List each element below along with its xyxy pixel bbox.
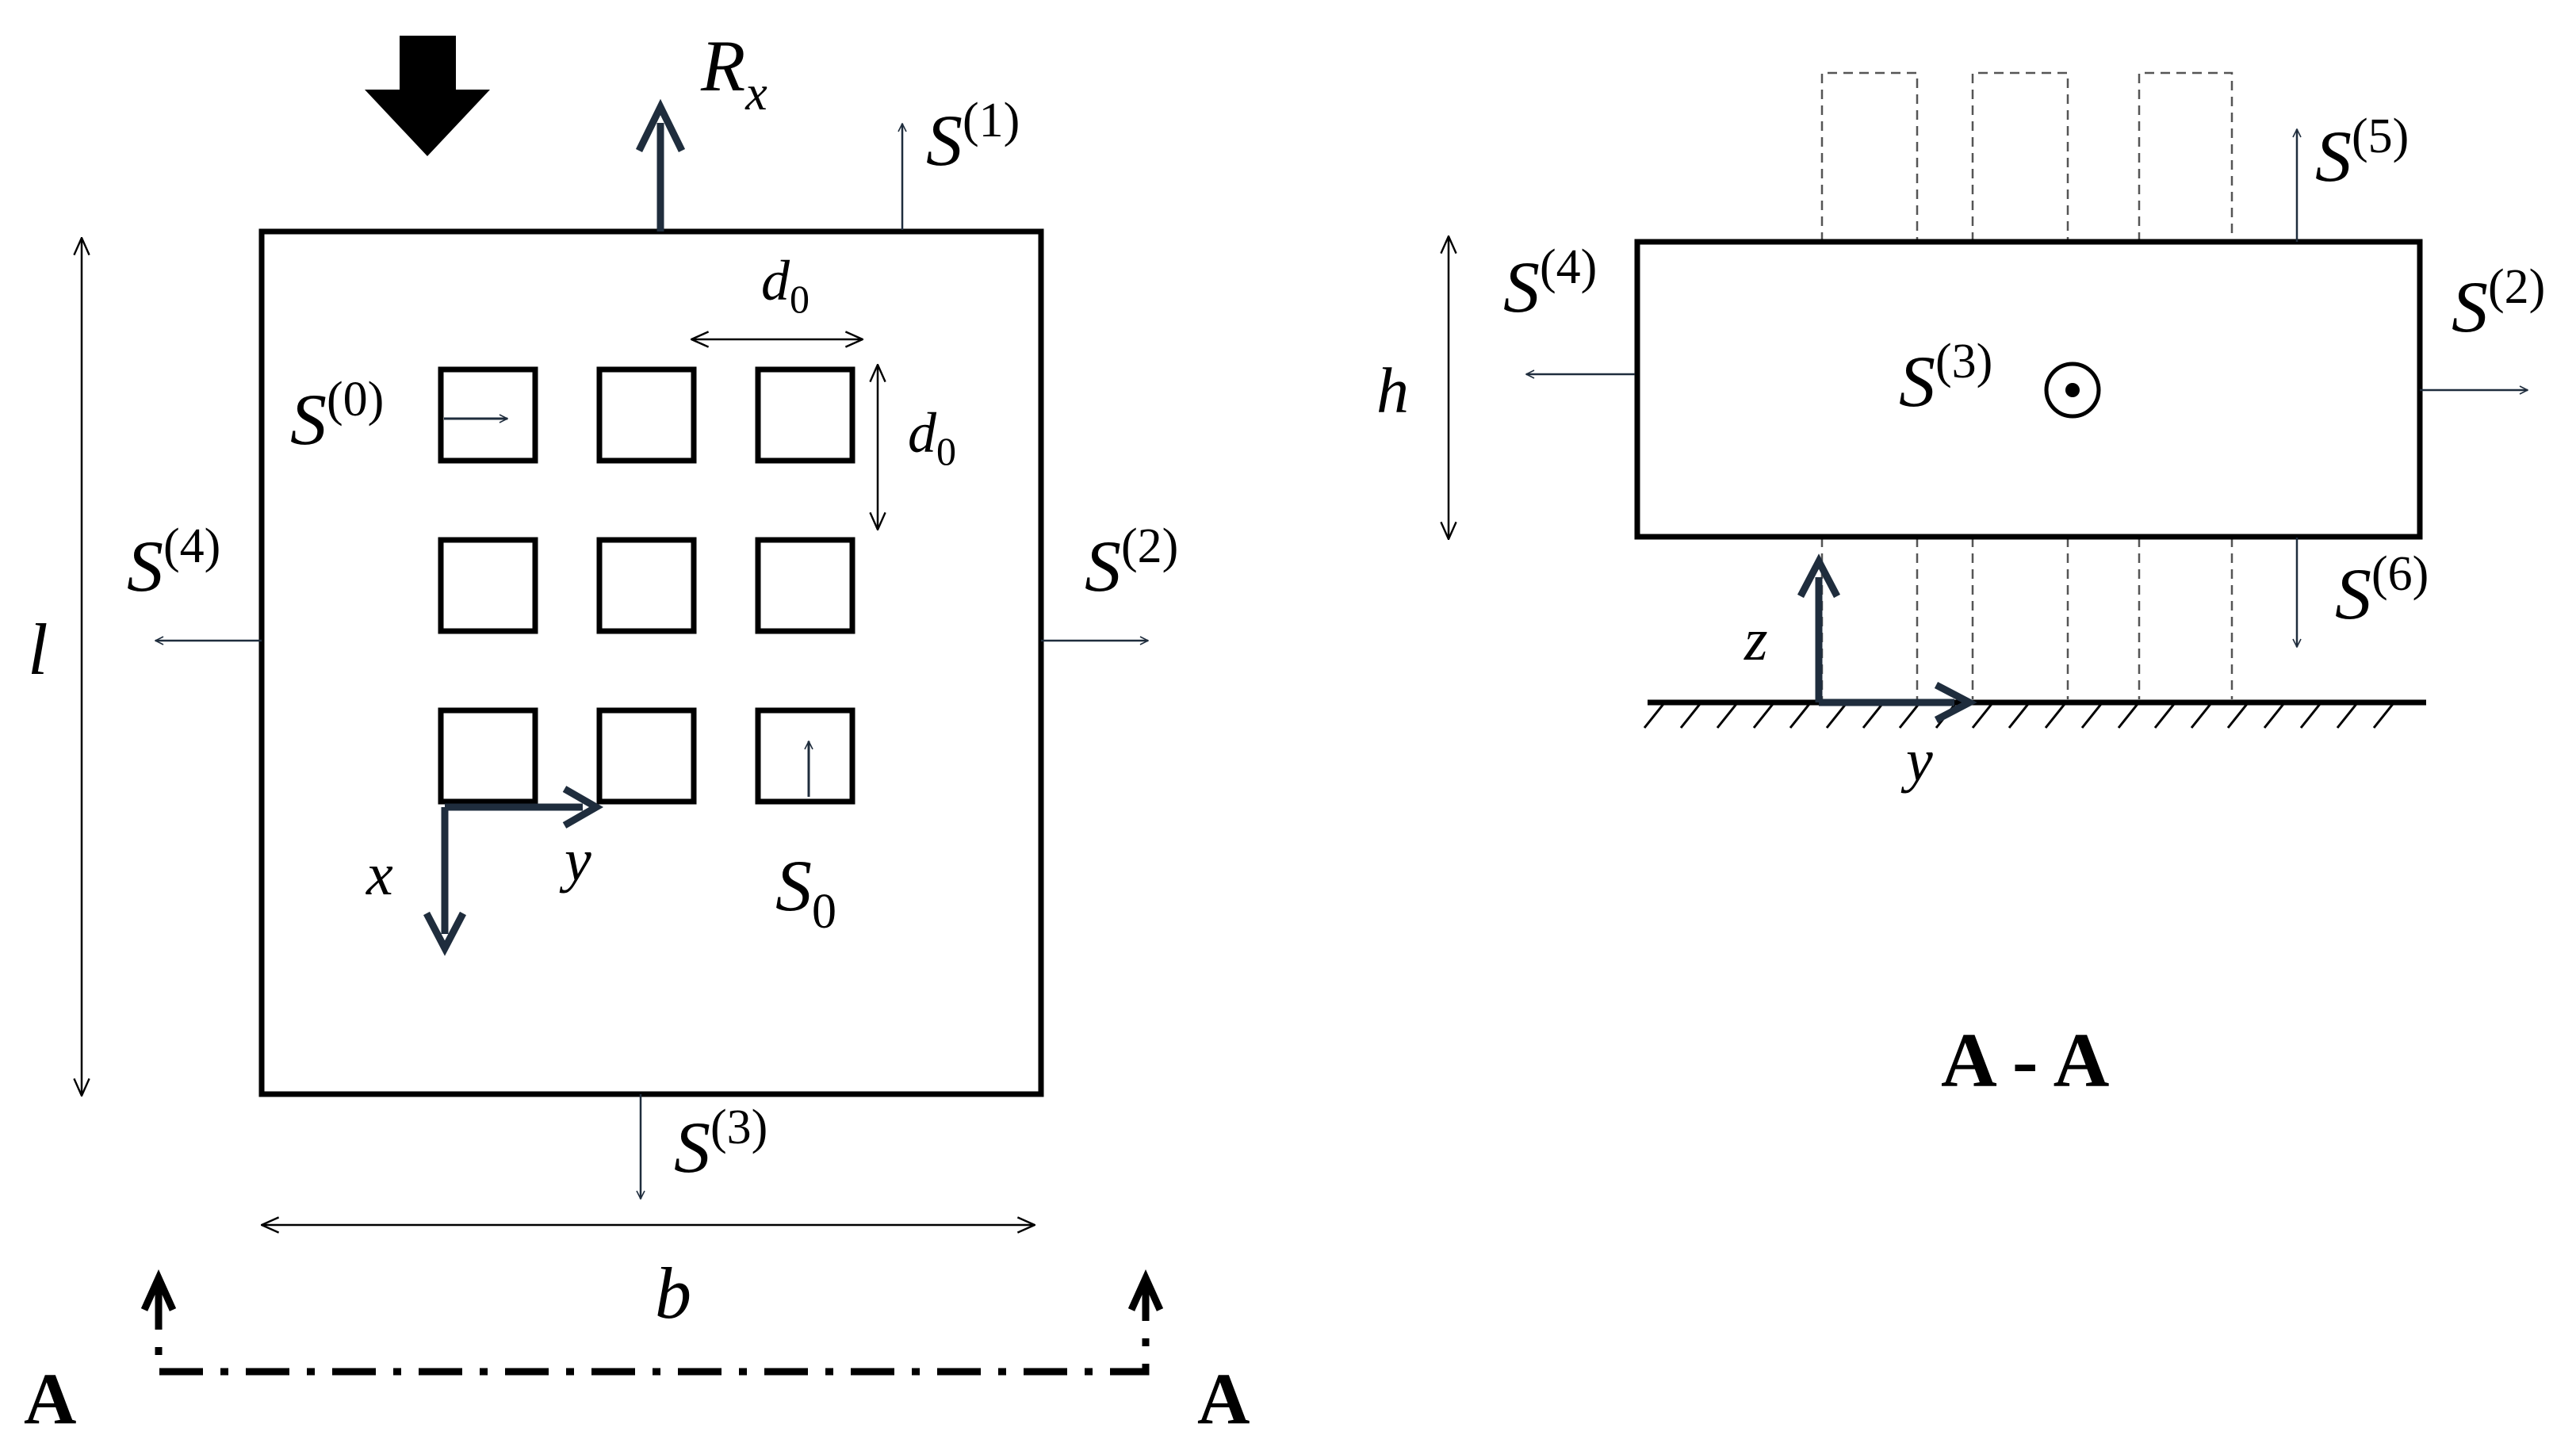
opening — [438, 366, 538, 464]
s0-label: S(0) — [290, 373, 384, 460]
s5-label: S(5) — [2315, 109, 2409, 197]
section-label-right: A — [1197, 1358, 1250, 1439]
dashed-opening — [1971, 71, 2069, 242]
hatch-tick — [2336, 703, 2358, 729]
opening — [596, 366, 697, 464]
s4-label: S(4) — [127, 519, 220, 607]
hatch-tick — [1825, 703, 1847, 729]
s1-label: S(1) — [926, 94, 1020, 181]
reaction-label: Rx — [700, 25, 767, 121]
section-outline — [1634, 239, 2423, 540]
plate-outline — [258, 228, 1044, 1097]
opening — [755, 366, 855, 464]
s0-sub-label: S0 — [775, 845, 836, 939]
circle-dot-icon — [2044, 362, 2101, 419]
s6-label: S(6) — [2335, 547, 2429, 634]
opening — [438, 707, 538, 805]
y-axis-label-section: y — [1900, 727, 1933, 794]
opening — [596, 707, 697, 805]
section-arrowhead-right — [1127, 1269, 1164, 1311]
hatch-tick — [1898, 703, 1920, 729]
hatch-tick — [2008, 703, 2030, 729]
hatch-tick — [2372, 703, 2394, 729]
hatch-tick — [2299, 703, 2321, 729]
z-axis-label: z — [1743, 607, 1768, 673]
dashed-opening — [1820, 71, 1919, 242]
dashed-openings — [1820, 71, 2233, 699]
y-axis-arrowhead — [562, 786, 604, 829]
hatch-tick — [2117, 703, 2139, 729]
height-label: h — [1376, 354, 1409, 427]
hatch-tick — [1716, 703, 1738, 729]
s3-label: S(3) — [674, 1100, 767, 1188]
x-axis-arrowhead — [423, 911, 466, 956]
section-line — [155, 1286, 1150, 1376]
hatch-tick — [2190, 703, 2212, 729]
hatch-tick — [2153, 703, 2176, 729]
hatch-tick — [1971, 703, 1993, 729]
s3-label-section: S(3) — [1899, 335, 1992, 422]
y-axis-label: y — [559, 827, 591, 894]
y-axis-arrowhead-section — [1934, 682, 1977, 723]
opening — [755, 707, 855, 805]
plan-view: Rx S(1) S(0) d0 d0 S(4) S(2) S0 x y l — [24, 25, 1250, 1439]
s4-label-section: S(4) — [1503, 240, 1597, 327]
hatch-tick — [2263, 703, 2285, 729]
opening-grid — [438, 366, 855, 805]
opening — [438, 537, 538, 634]
hatch-tick — [2080, 703, 2103, 729]
opening — [596, 537, 697, 634]
filled-down-arrow-icon — [365, 36, 490, 156]
z-axis-arrowhead — [1797, 553, 1840, 599]
d0-vertical-label: d0 — [908, 401, 956, 473]
hatch-tick — [1752, 703, 1774, 729]
opening — [755, 537, 855, 634]
hatch-tick — [2226, 703, 2249, 729]
d0-horizontal-label: d0 — [761, 249, 810, 321]
section-view: h S(4) S(5) S(2) S(3) S(6) z y A — [1376, 71, 2545, 1104]
hatch-tick — [1643, 703, 1665, 729]
section-title: A - A — [1941, 1018, 2110, 1104]
width-label: b — [655, 1253, 691, 1334]
length-label: l — [28, 609, 48, 690]
hatch-tick — [1862, 703, 1884, 729]
hatched-ground-icon — [1643, 699, 2426, 729]
hatch-tick — [1679, 703, 1701, 729]
s2-label-section: S(2) — [2452, 260, 2545, 347]
section-arrowhead-left — [140, 1269, 177, 1311]
reaction-arrowhead — [635, 98, 686, 152]
dashed-opening — [2138, 71, 2233, 242]
hatch-tick — [1789, 703, 1811, 729]
s2-label: S(2) — [1085, 519, 1178, 607]
x-axis-label: x — [366, 841, 393, 908]
hatch-tick — [2044, 703, 2066, 729]
section-label-left: A — [24, 1358, 76, 1439]
